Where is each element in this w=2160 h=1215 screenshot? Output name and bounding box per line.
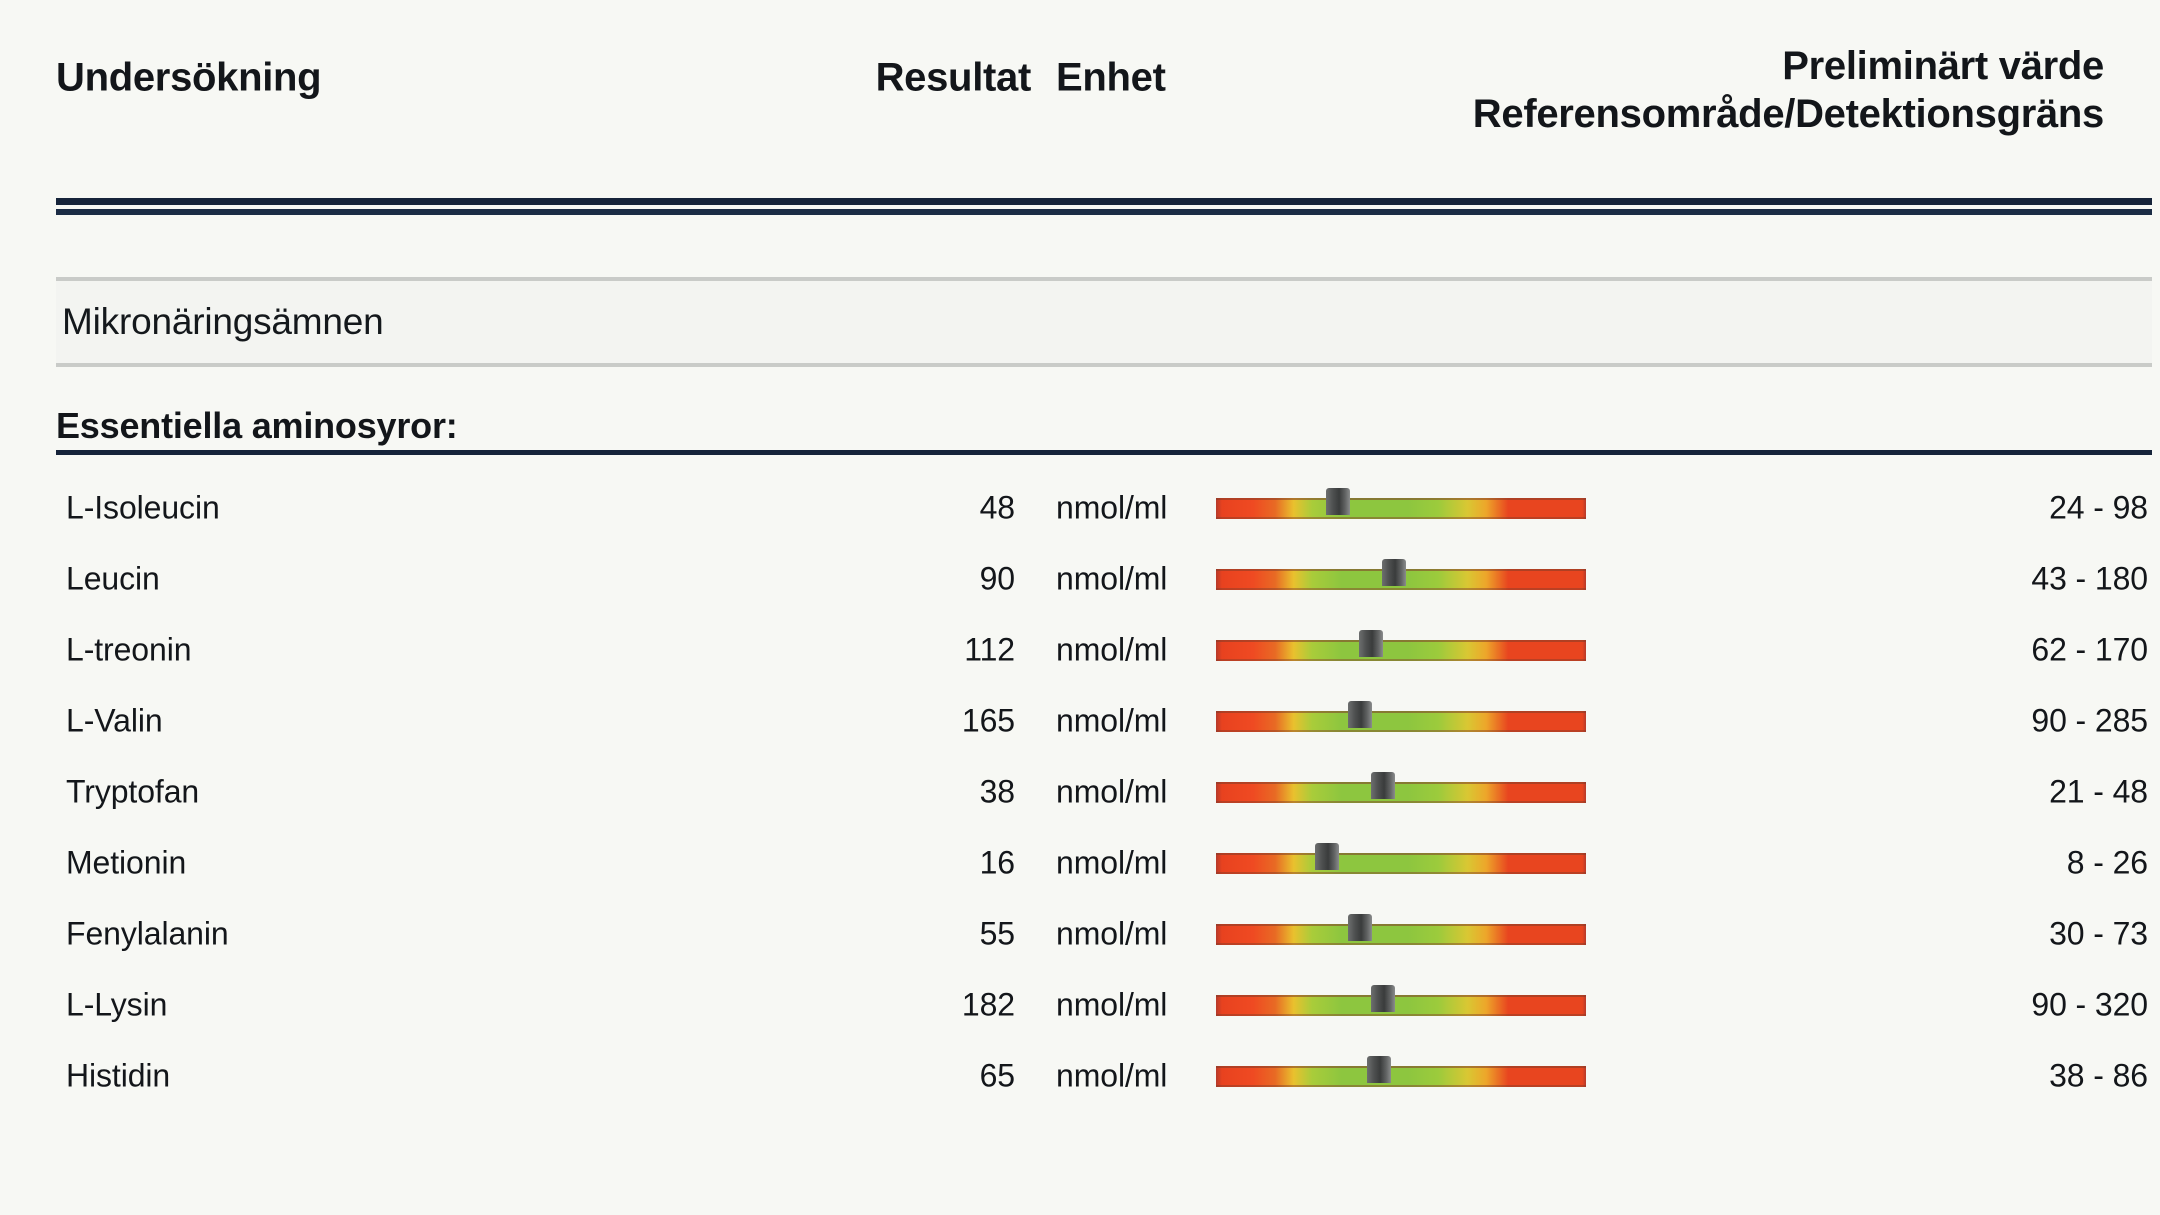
table-row: Leucin 90 nmol/ml 43 - 180 [56, 543, 2152, 614]
table-row: Tryptofan 38 nmol/ml 21 - 48 [56, 756, 2152, 827]
table-row: L-Lysin 182 nmol/ml 90 - 320 [56, 969, 2152, 1040]
reference-range-gauge [1216, 628, 1586, 672]
gauge-bar [1216, 994, 1586, 1016]
row-unit: nmol/ml [1056, 844, 1168, 880]
row-unit: nmol/ml [1056, 560, 1168, 596]
gauge-marker-icon [1326, 487, 1351, 530]
gauge-marker-icon [1370, 771, 1395, 814]
header-rule-bottom [56, 209, 2152, 215]
column-header-resultat: Resultat [875, 55, 1032, 100]
row-analyte-name: Metionin [66, 844, 187, 880]
reference-range-gauge [1216, 912, 1586, 956]
row-result-value: 55 [979, 915, 1016, 951]
table-row: L-Valin 165 nmol/ml 90 - 285 [56, 685, 2152, 756]
group-header: Essentiella aminosyror: [56, 405, 2152, 455]
section-band-line-top [56, 277, 2152, 281]
row-reference-range: 24 - 98 [2049, 489, 2148, 525]
row-result-value: 112 [964, 631, 1015, 667]
row-result-value: 48 [979, 489, 1016, 525]
row-analyte-name: Fenylalanin [66, 915, 229, 951]
section-band-title: Mikronäringsämnen [62, 301, 384, 342]
row-analyte-name: L-Lysin [66, 986, 168, 1022]
row-reference-range: 30 - 73 [2049, 915, 2148, 951]
gauge-marker-stem [1348, 700, 1373, 728]
table-row: L-treonin 112 nmol/ml 62 - 170 [56, 614, 2152, 685]
gauge-marker-stem [1315, 842, 1339, 870]
gauge-bar [1216, 710, 1586, 732]
gauge-marker-stem [1366, 1055, 1391, 1083]
section-band-line-bottom [56, 363, 2152, 367]
row-analyte-name: Histidin [66, 1057, 171, 1093]
reference-range-gauge [1216, 983, 1586, 1027]
row-analyte-name: L-treonin [66, 631, 192, 667]
row-unit: nmol/ml [1056, 631, 1168, 667]
row-result-value: 90 [979, 560, 1016, 596]
reference-range-gauge [1216, 770, 1586, 814]
section-band: Mikronäringsämnen [56, 277, 2152, 367]
gauge-marker-icon [1348, 700, 1373, 743]
gauge-bar [1216, 497, 1586, 519]
row-reference-range: 90 - 285 [2031, 702, 2148, 738]
row-result-value: 165 [961, 702, 1015, 738]
row-reference-range: 8 - 26 [2066, 844, 2148, 880]
header-rule-top [56, 198, 2152, 205]
row-unit: nmol/ml [1056, 986, 1168, 1022]
row-reference-range: 62 - 170 [2031, 631, 2148, 667]
table-row: L-Isoleucin 48 nmol/ml 24 - 98 [56, 472, 2152, 543]
gauge-marker-stem [1381, 558, 1406, 586]
row-analyte-name: Tryptofan [66, 773, 200, 809]
table-row: Fenylalanin 55 nmol/ml 30 - 73 [56, 898, 2152, 969]
gauge-bar [1216, 781, 1586, 803]
group-header-title: Essentiella aminosyror: [56, 405, 458, 446]
gauge-marker-icon [1370, 984, 1395, 1027]
reference-range-gauge [1216, 486, 1586, 530]
section-band-body [56, 281, 2152, 363]
column-header-referensomrade: Referensområde/Detektionsgräns [1472, 92, 2105, 136]
row-result-value: 65 [979, 1057, 1016, 1093]
result-rows: L-Isoleucin 48 nmol/ml 24 - 98 Leucin 90 nmol/… [56, 472, 2152, 1111]
row-unit: nmol/ml [1056, 702, 1168, 738]
gauge-bar [1216, 852, 1586, 874]
row-unit: nmol/ml [1056, 1057, 1168, 1093]
gauge-bar [1216, 923, 1586, 945]
table-row: Metionin 16 nmol/ml 8 - 26 [56, 827, 2152, 898]
column-header-reference: Preliminärt värde Referensområde/Detekti… [1472, 44, 2105, 136]
gauge-marker-icon [1366, 1055, 1391, 1098]
row-analyte-name: Leucin [66, 560, 160, 596]
column-header-undersokning: Undersökning [56, 55, 322, 100]
row-result-value: 38 [979, 773, 1016, 809]
gauge-marker-icon [1359, 629, 1384, 672]
gauge-marker-icon [1381, 558, 1406, 601]
gauge-marker-stem [1326, 487, 1351, 515]
reference-range-gauge [1216, 557, 1586, 601]
gauge-bar [1216, 639, 1586, 661]
row-reference-range: 43 - 180 [2031, 560, 2148, 596]
gauge-marker-stem [1348, 913, 1373, 941]
gauge-marker-stem [1370, 771, 1395, 799]
reference-range-gauge [1216, 841, 1586, 885]
group-header-rule [56, 450, 2152, 455]
row-result-value: 16 [979, 844, 1016, 880]
row-unit: nmol/ml [1056, 489, 1168, 525]
row-unit: nmol/ml [1056, 773, 1168, 809]
header-double-rule [56, 198, 2152, 215]
gauge-marker-stem [1370, 984, 1395, 1012]
row-reference-range: 90 - 320 [2031, 986, 2148, 1022]
row-result-value: 182 [961, 986, 1015, 1022]
gauge-marker-icon [1315, 842, 1339, 885]
gauge-marker-icon [1348, 913, 1373, 956]
gauge-marker-stem [1359, 629, 1384, 657]
reference-range-gauge [1216, 699, 1586, 743]
column-header-preliminart-varde: Preliminärt värde [1782, 44, 2104, 88]
column-header-enhet: Enhet [1056, 55, 1166, 100]
row-unit: nmol/ml [1056, 915, 1168, 951]
row-reference-range: 38 - 86 [2049, 1057, 2148, 1093]
gauge-bar [1216, 1065, 1586, 1087]
reference-range-gauge [1216, 1054, 1586, 1098]
row-reference-range: 21 - 48 [2049, 773, 2148, 809]
row-analyte-name: L-Valin [66, 702, 163, 738]
table-row: Histidin 65 nmol/ml 38 - 86 [56, 1040, 2152, 1111]
table-header: Undersökning Resultat Enhet Preliminärt … [56, 0, 2104, 150]
row-analyte-name: L-Isoleucin [66, 489, 220, 525]
